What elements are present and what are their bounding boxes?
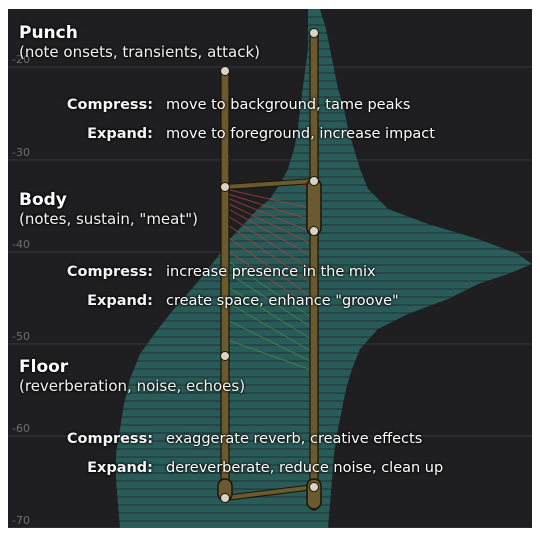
right-threshold-rail: [309, 30, 319, 511]
rail-knob: [309, 226, 319, 236]
expansion-link: [224, 284, 315, 342]
compression-link: [224, 248, 315, 310]
compression-link: [224, 206, 315, 258]
rail-knob: [220, 351, 230, 361]
expansion-link: [224, 258, 315, 320]
rail-knob: [220, 66, 230, 76]
compression-link: [224, 213, 315, 272]
rail-knob: [220, 493, 230, 503]
compression-link: [224, 201, 315, 246]
compression-link: [224, 222, 315, 286]
rail-knob: [309, 176, 319, 186]
compression-link: [224, 234, 315, 300]
expansion-link: [224, 318, 315, 364]
upper-crossbar: [223, 179, 316, 189]
compression-link: [224, 188, 315, 210]
rail-knob: [220, 182, 230, 192]
level-histogram-canvas: [8, 9, 532, 528]
expansion-link: [224, 300, 315, 354]
compression-link: [224, 192, 315, 222]
lower-crossbar: [223, 485, 316, 500]
rail-knob: [309, 28, 319, 38]
rail-knob: [309, 482, 319, 492]
visualization-panel: -20 -30 -40 -50 -60 -70 Punch (note onse…: [8, 9, 532, 528]
level-histogram: [116, 9, 532, 528]
left-threshold-rail: [220, 68, 230, 501]
expansion-link: [224, 338, 315, 372]
compression-link: [224, 196, 315, 234]
expansion-link: [224, 270, 315, 330]
